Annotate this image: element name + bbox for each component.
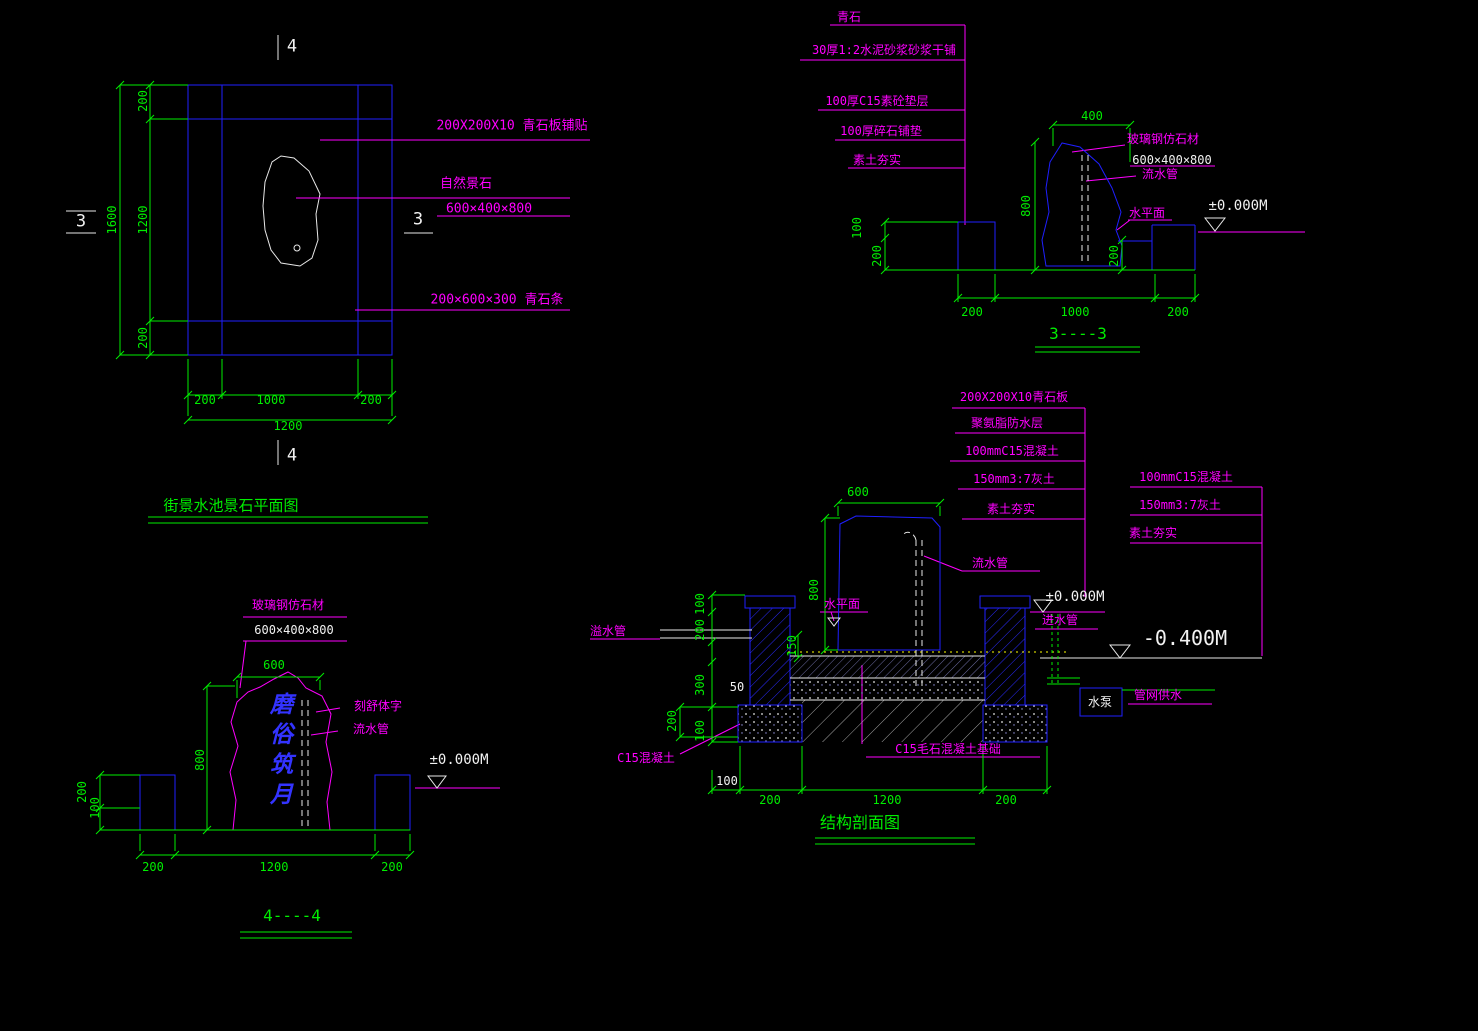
section-4-4-linework <box>96 617 500 938</box>
plan-view-linework <box>66 35 590 523</box>
plan-stone-outline <box>263 156 320 266</box>
structural-section-linework <box>590 408 1262 844</box>
plan-stone-hole <box>294 245 300 251</box>
s44-pipe <box>302 700 308 828</box>
section-3-3-linework <box>800 25 1305 352</box>
s44-stone-outline <box>230 672 332 830</box>
st-pump-box <box>1080 688 1122 716</box>
st-pipe <box>903 532 922 690</box>
s33-stone-outline <box>1042 143 1122 266</box>
s33-level-symbol <box>1205 218 1225 231</box>
s44-level-symbol <box>428 776 446 788</box>
st-inlet-pipe <box>1052 614 1058 686</box>
st-stone-outline <box>838 516 940 650</box>
s33-pipe <box>1082 155 1088 265</box>
st-level-symbols <box>828 600 1130 658</box>
